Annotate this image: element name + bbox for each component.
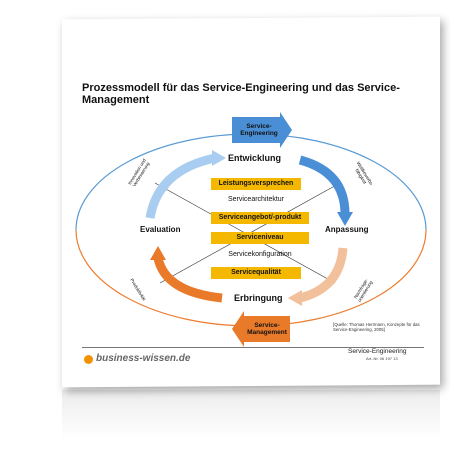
cycle-arrow-bottom-left <box>153 256 223 303</box>
service-engineering-label: Service-Engineering <box>240 123 278 137</box>
phase-evaluation: Evaluation <box>140 225 181 234</box>
phase-erbringung: Erbringung <box>234 293 283 303</box>
text-servicearchitektur: Servicearchitektur <box>227 196 285 203</box>
brand-name: business-wissen.de <box>96 353 191 364</box>
cycle-arrow-top-right-head <box>337 212 353 226</box>
service-management-arrow <box>232 311 290 347</box>
box-servicequalitaet: Servicequalität <box>211 267 301 279</box>
service-management-label: Service-Management <box>247 322 287 336</box>
source-note: [Quelle: Thomas Herrmann, Konzepte für d… <box>333 322 420 332</box>
box-serviceangebot: Serviceangebot/-produkt <box>211 212 309 224</box>
box-serviceniveau: Serviceniveau <box>211 232 309 244</box>
cycle-arrow-top-left <box>145 153 216 219</box>
footer-title: Service-Engineering <box>348 348 407 355</box>
page-reflection <box>62 390 440 440</box>
cycle-arrow-top-left-head <box>212 150 226 166</box>
footer-article-number: Art.-Nr. 06 197 13 <box>366 356 398 361</box>
text-servicekonfiguration: Servicekonfiguration <box>228 251 292 258</box>
cycle-arrow-bottom-right-head <box>288 290 302 306</box>
phase-anpassung: Anpassung <box>325 225 369 234</box>
cycle-arrow-bottom-right <box>298 247 348 303</box>
box-leistungsversprechen: Leistungsversprechen <box>211 178 301 190</box>
brand-logo-dot <box>84 355 93 364</box>
service-engineering-arrow <box>232 112 292 148</box>
diagram-title: Prozessmodell für das Service-Engineerin… <box>82 82 400 106</box>
cycle-arrow-bottom-left-head <box>150 246 166 260</box>
phase-entwicklung: Entwicklung <box>228 153 282 163</box>
footer-divider <box>82 347 424 348</box>
cycle-arrow-top-right <box>298 155 350 215</box>
